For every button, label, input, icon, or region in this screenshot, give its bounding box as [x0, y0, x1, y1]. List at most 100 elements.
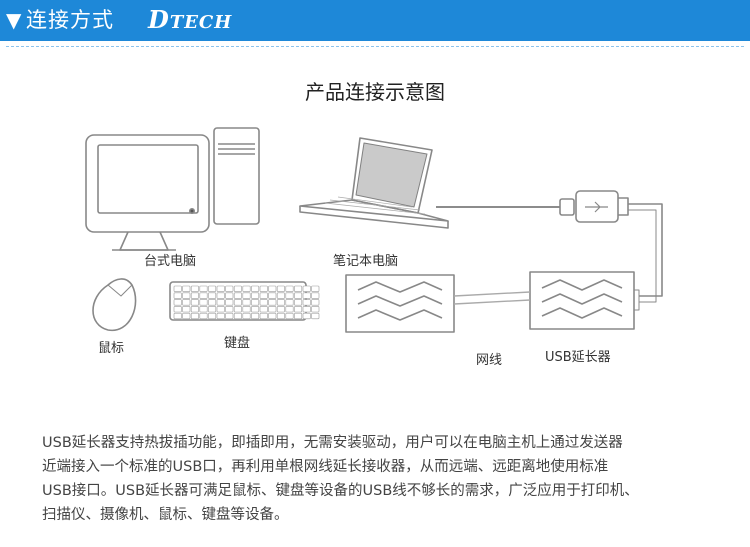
keyboard-key	[190, 306, 199, 313]
keyboard-key	[242, 299, 251, 306]
brand-logo: DTECH	[148, 5, 233, 34]
label-mouse: 鼠标	[98, 341, 125, 356]
usb-cable	[628, 203, 663, 297]
usb-cable-inner	[628, 209, 657, 303]
keyboard-key	[225, 292, 234, 299]
keyboard-key	[259, 306, 268, 313]
keyboard-key	[216, 292, 225, 299]
keyboard-key	[259, 299, 268, 306]
label-laptop: 笔记本电脑	[333, 254, 399, 269]
keyboard-key	[173, 299, 182, 306]
keyboard-key	[294, 292, 303, 299]
keyboard-key	[268, 306, 277, 313]
keyboard-key	[216, 312, 225, 320]
keyboard-key	[285, 285, 294, 292]
keyboard-key	[225, 306, 234, 313]
keyboard-key	[199, 285, 208, 292]
keyboard-key	[233, 306, 242, 313]
keyboard-key	[268, 312, 277, 320]
keyboard-key	[190, 285, 199, 292]
keyboard-key	[173, 312, 182, 320]
keyboard-key	[182, 285, 191, 292]
label-desktop: 台式电脑	[144, 254, 197, 269]
keyboard-key	[285, 306, 294, 313]
keyboard-key	[242, 306, 251, 313]
triangle-down-icon: ▼	[6, 8, 22, 32]
usb-plug-icon	[559, 190, 629, 223]
label-usb-extender: USB延长器	[545, 350, 611, 365]
description-line: USB延长器支持热拔插功能，即插即用，无需安装驱动，用户可以在电脑主机上通过发送…	[42, 435, 623, 451]
keyboard-key	[276, 306, 285, 313]
keyboard-key	[311, 312, 320, 320]
keyboard-key	[251, 306, 260, 313]
keyboard-key	[242, 312, 251, 320]
label-network-cable: 网线	[476, 353, 503, 368]
keyboard-key	[302, 306, 311, 313]
keyboard-key	[294, 312, 303, 320]
header-bar: ▼ 连接方式 DTECH	[0, 0, 750, 41]
keyboard-key	[173, 285, 182, 292]
keyboard-key	[251, 285, 260, 292]
mouse-icon	[92, 278, 137, 331]
keyboard-key	[251, 292, 260, 299]
keyboard-key	[276, 299, 285, 306]
keyboard-key	[285, 299, 294, 306]
keyboard-key	[199, 292, 208, 299]
keyboard-key	[259, 292, 268, 299]
keyboard-key	[233, 292, 242, 299]
network-cable	[453, 291, 531, 305]
diagram-title: 产品连接示意图	[305, 80, 445, 104]
keyboard-key	[216, 306, 225, 313]
keyboard-key	[276, 292, 285, 299]
keyboard-key	[225, 299, 234, 306]
keyboard-key	[208, 285, 217, 292]
keyboard-key	[182, 306, 191, 313]
keyboard-key	[259, 285, 268, 292]
keyboard-key	[268, 292, 277, 299]
keyboard-key	[216, 285, 225, 292]
monitor-icon	[85, 134, 210, 251]
keyboard-keys	[173, 285, 320, 320]
keyboard-key	[294, 306, 303, 313]
keyboard-key	[276, 285, 285, 292]
keyboard-key	[225, 312, 234, 320]
keyboard-key	[251, 299, 260, 306]
keyboard-key	[208, 306, 217, 313]
keyboard-key	[302, 299, 311, 306]
keyboard-key	[208, 312, 217, 320]
keyboard-key	[233, 285, 242, 292]
keyboard-key	[190, 299, 199, 306]
dashed-divider	[6, 46, 744, 47]
keyboard-key	[199, 306, 208, 313]
keyboard-key	[173, 292, 182, 299]
description: USB延长器支持热拔插功能，即插即用，无需安装驱动，用户可以在电脑主机上通过发送…	[42, 431, 732, 527]
keyboard-key	[242, 292, 251, 299]
keyboard-key	[182, 292, 191, 299]
keyboard-key	[216, 299, 225, 306]
receiver-box	[529, 271, 640, 330]
keyboard-key	[173, 306, 182, 313]
description-line: 近端接入一个标准的USB口，再利用单根网线延长接收器，从而远端、远距离地使用标准	[42, 459, 609, 475]
keyboard-key	[285, 312, 294, 320]
keyboard-key	[225, 285, 234, 292]
keyboard-key	[233, 299, 242, 306]
keyboard-key	[311, 292, 320, 299]
description-line: 扫描仪、摄像机、鼠标、键盘等设备。	[42, 507, 289, 523]
pc-tower-icon	[213, 127, 260, 225]
keyboard-key	[311, 306, 320, 313]
label-keyboard: 键盘	[224, 336, 251, 351]
keyboard-key	[285, 292, 294, 299]
keyboard-key	[182, 299, 191, 306]
keyboard-key	[182, 312, 191, 320]
laptop-icon	[299, 137, 449, 229]
keyboard-key	[311, 299, 320, 306]
section-title: 连接方式	[26, 8, 114, 32]
keyboard-key	[311, 285, 320, 292]
keyboard-key	[302, 285, 311, 292]
transmitter-box	[345, 274, 455, 333]
keyboard-key	[268, 299, 277, 306]
keyboard-key	[199, 299, 208, 306]
keyboard-key	[190, 312, 199, 320]
keyboard-key	[208, 292, 217, 299]
